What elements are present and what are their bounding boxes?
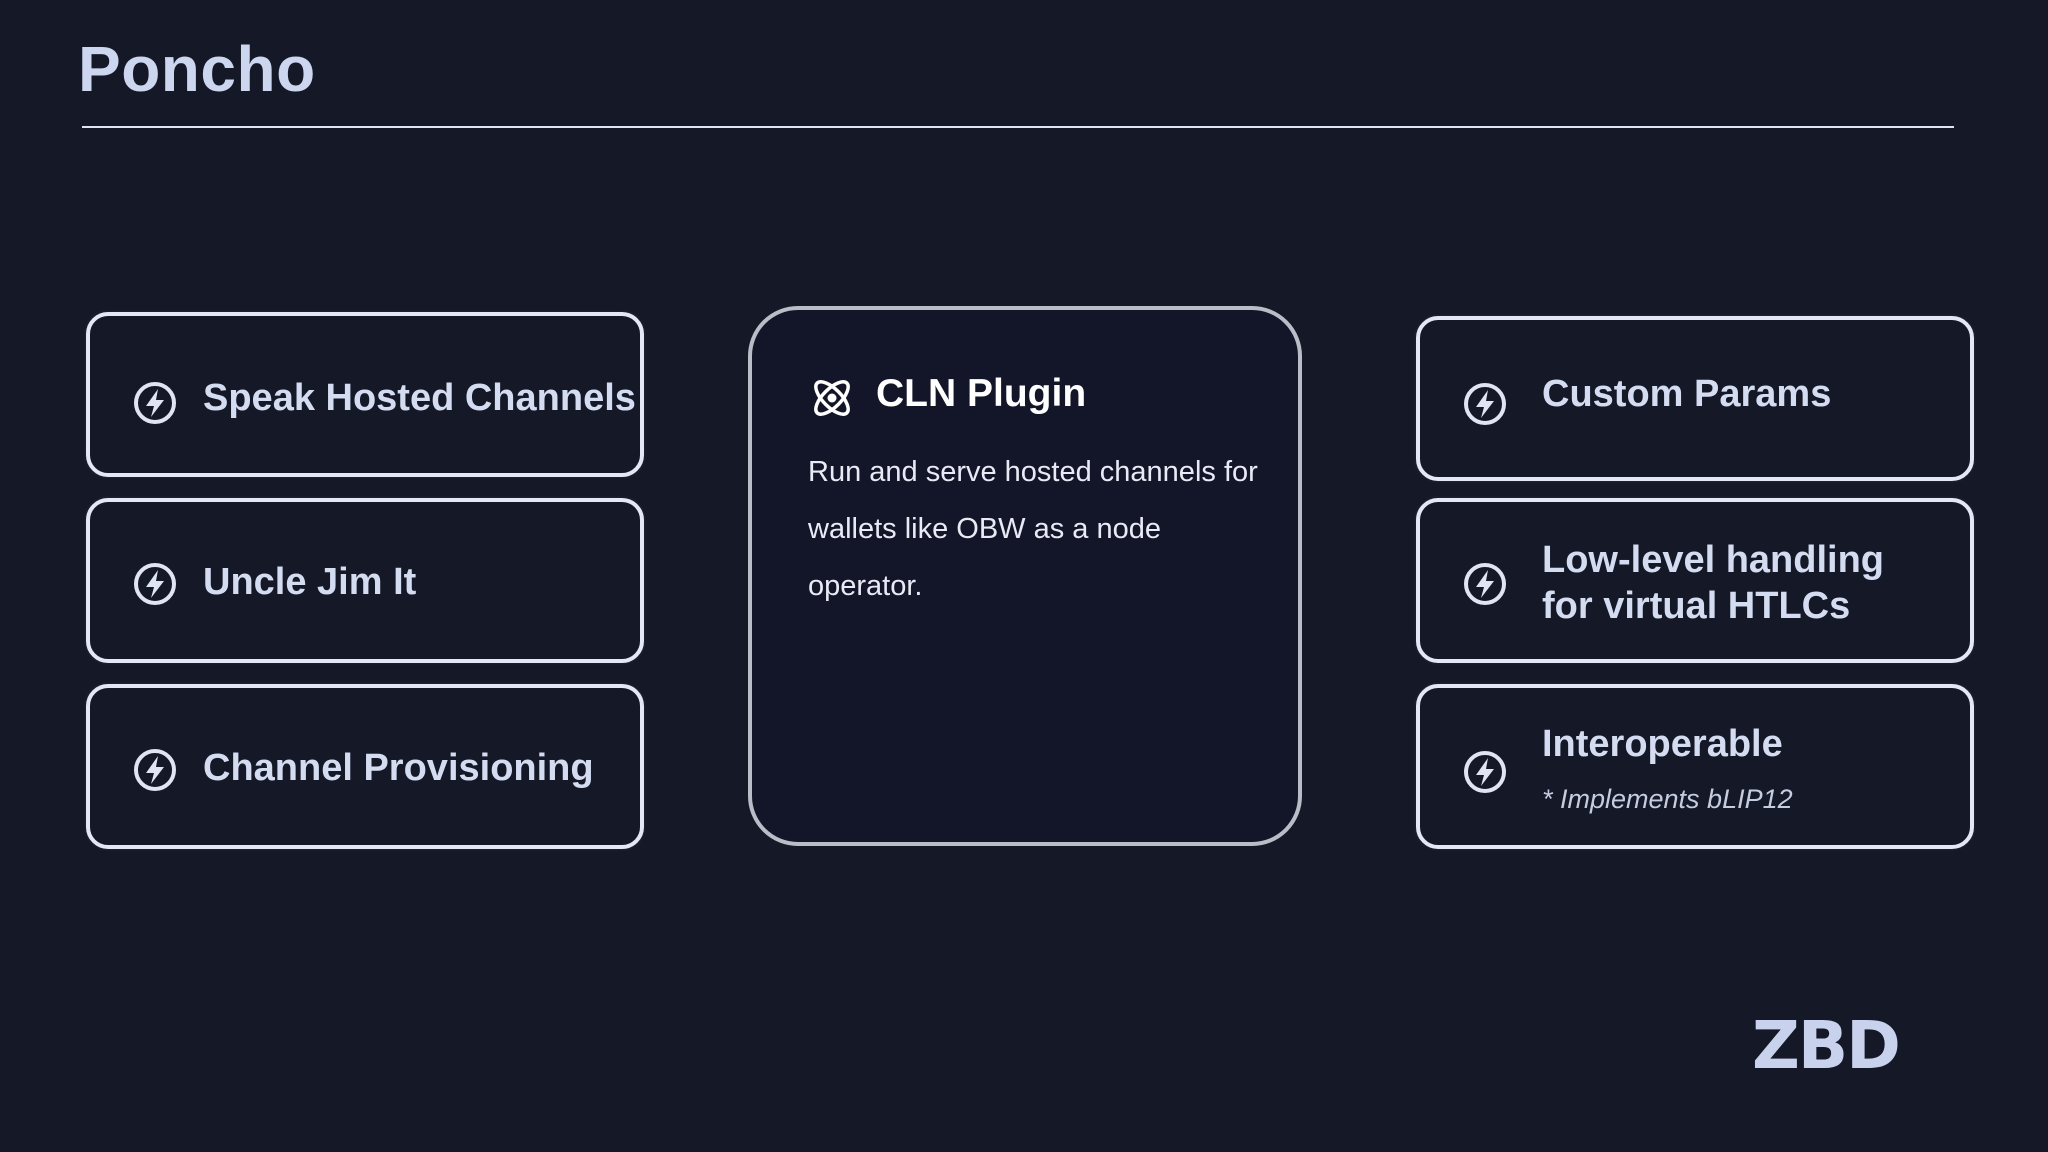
cln-plugin-description: Run and serve hosted channels for wallet… [808, 456, 1258, 602]
feature-label: Speak Hosted Channels [203, 377, 636, 419]
feature-card-uncle-jim-it: Uncle Jim It [86, 498, 644, 663]
feature-card-speak-hosted-channels: Speak Hosted Channels [86, 312, 644, 477]
bolt-circle-icon [134, 563, 176, 605]
feature-label: Uncle Jim It [203, 561, 417, 603]
zbd-logo-text: ZBD [1752, 1012, 1899, 1072]
feature-label-line-2: for virtual HTLCs [1542, 585, 1851, 627]
bolt-circle-icon [1464, 751, 1506, 793]
cln-plugin-title: CLN Plugin [876, 372, 1087, 415]
feature-label: Channel Provisioning [203, 747, 594, 789]
cln-plugin-card: CLN Plugin Run and serve hosted channels… [748, 306, 1302, 846]
bolt-circle-icon [134, 749, 176, 791]
title-divider [82, 126, 1954, 128]
feature-card-custom-params: Custom Params [1416, 316, 1974, 481]
bolt-circle-icon [1464, 383, 1506, 425]
page-title: Poncho [78, 33, 316, 105]
feature-label: Interoperable [1542, 723, 1783, 765]
atom-icon [814, 380, 850, 416]
feature-card-interoperable: Interoperable * Implements bLIP12 [1416, 684, 1974, 849]
bolt-circle-icon [134, 382, 176, 424]
feature-label: Custom Params [1542, 373, 1832, 415]
bolt-circle-icon [1464, 563, 1506, 605]
feature-sublabel: * Implements bLIP12 [1542, 784, 1793, 814]
feature-card-channel-provisioning: Channel Provisioning [86, 684, 644, 849]
feature-label-line-1: Low-level handling [1542, 539, 1885, 581]
zbd-logo: ZBD [1752, 1012, 1901, 1072]
feature-card-low-level-handling: Low-level handling for virtual HTLCs [1416, 498, 1974, 663]
